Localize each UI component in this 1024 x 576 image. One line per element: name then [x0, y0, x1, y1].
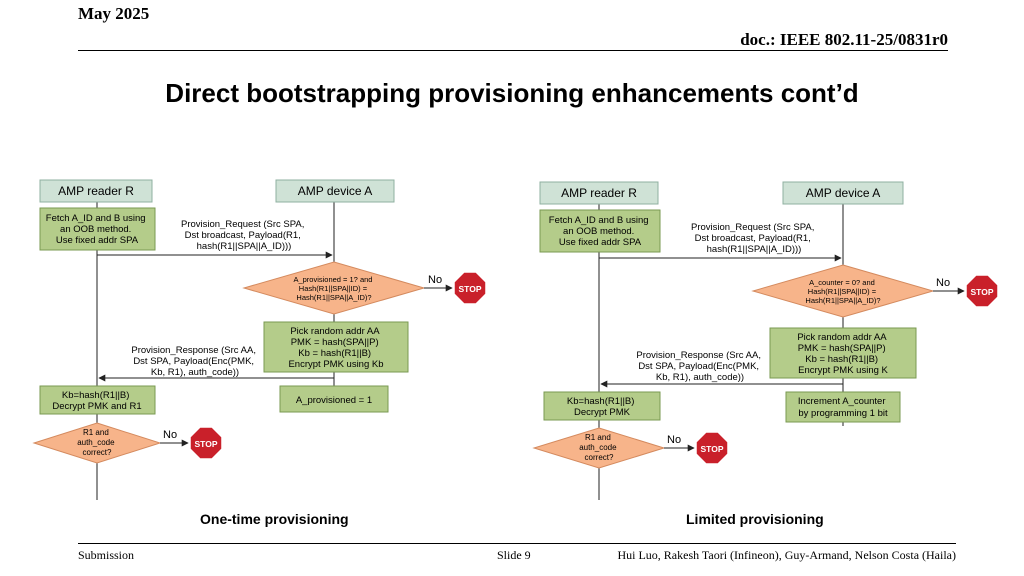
reader-fetch-text: Fetch A_ID and B using an OOB method. Us…	[549, 215, 651, 248]
reader-decrypt-text: Kb=hash(R1||B) Decrypt PMK and R1	[52, 390, 141, 412]
no-label-1: No	[428, 274, 442, 286]
provision-request-label: Provision_Request (Src SPA, Dst broadcas…	[181, 219, 307, 252]
device-header-label: AMP device A	[806, 186, 880, 200]
reader-header-box	[539, 181, 659, 205]
stop-sign-icon	[965, 274, 999, 308]
no-label-2: No	[667, 434, 681, 446]
stop-sign-label: STOP	[195, 439, 218, 449]
reader-fetch-text: Fetch A_ID and B using an OOB method. Us…	[46, 213, 148, 246]
reader-decision-diamond	[32, 422, 162, 464]
reader-header-box	[39, 179, 153, 203]
footer-authors: Hui Luo, Rakesh Taori (Infineon), Guy-Ar…	[617, 548, 956, 562]
one-time-provisioning-diagram: AMP reader R AMP device A Fetch A_ID and…	[32, 179, 487, 500]
footer-rule	[78, 543, 956, 544]
reader-decrypt-box	[543, 391, 661, 421]
device-counter-text: Increment A_counter by programming 1 bit	[798, 396, 888, 419]
reader-header-label: AMP reader R	[58, 184, 134, 198]
stop-sign-icon	[695, 431, 729, 465]
footer-slide-number: Slide 9	[497, 548, 531, 562]
stop-sign-label: STOP	[971, 287, 994, 297]
provision-response-label: Provision_Response (Src AA, Dst SPA, Pay…	[131, 345, 258, 378]
stop-sign-icon	[189, 426, 223, 460]
device-decision-text: A_counter = 0? and Hash(R1||SPA||ID) = H…	[805, 278, 880, 305]
device-provisioned-text: A_provisioned = 1	[296, 395, 372, 406]
stop-sign-label: STOP	[459, 284, 482, 294]
reader-fetch-box	[39, 207, 156, 251]
device-pick-text: Pick random addr AA PMK = hash(SPA||P) K…	[288, 326, 383, 370]
limited-provisioning-diagram: AMP reader R AMP device A Fetch A_ID and…	[532, 181, 999, 500]
device-counter-box	[785, 391, 901, 423]
reader-decision-diamond	[532, 427, 666, 469]
reader-decision-text: R1 and auth_code correct?	[77, 428, 117, 457]
header-doc-id: doc.: IEEE 802.11-25/0831r0	[740, 30, 948, 49]
provision-request-label: Provision_Request (Src SPA, Dst broadcas…	[691, 222, 817, 255]
provision-response-label: Provision_Response (Src AA, Dst SPA, Pay…	[636, 350, 763, 383]
stop-sign-icon	[453, 271, 487, 305]
reader-decrypt-text: Kb=hash(R1||B) Decrypt PMK	[567, 396, 637, 418]
header-rule	[78, 50, 948, 51]
device-header-box	[782, 181, 904, 205]
device-provisioned-box	[279, 385, 389, 413]
caption-one-time: One-time provisioning	[200, 511, 349, 527]
header-date: May 2025	[78, 4, 150, 23]
device-decision-diamond	[242, 261, 426, 315]
device-header-label: AMP device A	[298, 184, 372, 198]
device-pick-box	[263, 321, 409, 373]
reader-fetch-box	[539, 209, 661, 253]
device-pick-text: Pick random addr AA PMK = hash(SPA||P) K…	[797, 332, 888, 376]
stop-sign-label: STOP	[701, 444, 724, 454]
caption-limited: Limited provisioning	[686, 511, 824, 527]
device-pick-box	[769, 327, 917, 379]
device-decision-text: A_provisioned = 1? and Hash(R1||SPA||ID)…	[293, 275, 374, 302]
reader-header-label: AMP reader R	[561, 186, 637, 200]
footer-submission: Submission	[78, 548, 135, 562]
slide-title: Direct bootstrapping provisioning enhanc…	[165, 78, 859, 108]
reader-decrypt-box	[39, 385, 156, 415]
device-header-box	[275, 179, 395, 203]
device-decision-diamond	[751, 264, 935, 318]
reader-decision-text: R1 and auth_code correct?	[579, 433, 619, 462]
no-label-2: No	[163, 429, 177, 441]
no-label-1: No	[936, 277, 950, 289]
